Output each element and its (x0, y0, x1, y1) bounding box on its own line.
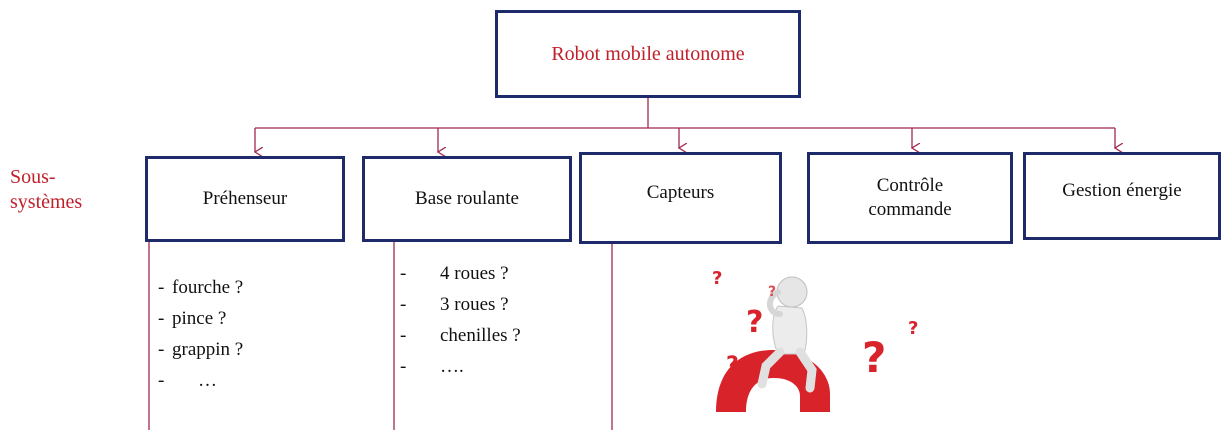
list-item: -… (158, 370, 217, 391)
root-node: Robot mobile autonome (495, 10, 801, 98)
subsystem-controle-commande: Contrôle commande (807, 152, 1013, 244)
prehenseur-options-list: -fourche ? -pince ? -grappin ? -… (158, 272, 243, 396)
list-item: -pince ? (158, 308, 227, 329)
svg-text:?: ? (908, 318, 918, 339)
svg-text:?: ? (862, 333, 886, 382)
subsystem-label: Préhenseur (202, 188, 288, 210)
subsystem-capteurs: Capteurs (579, 152, 782, 244)
subsystems-label-line1: Sous- (10, 166, 56, 188)
thinking-person-question-marks-icon: ? ? ? ? (712, 268, 830, 412)
subsystems-label-line2: systèmes (10, 191, 83, 213)
subsystems-label: Sous- systèmes (10, 165, 82, 215)
subsystem-label: Base roulante (415, 188, 519, 210)
list-item: -4 roues ? (400, 263, 509, 284)
subsystem-label-line1: Contrôle (876, 175, 944, 197)
subsystem-base-roulante: Base roulante (362, 156, 572, 242)
svg-text:?: ? (768, 284, 776, 300)
list-item: -…. (400, 356, 464, 377)
svg-text:?: ? (726, 353, 739, 378)
list-item: -chenilles ? (400, 325, 521, 346)
list-item: -grappin ? (158, 339, 244, 360)
subsystem-label-line2: commande (868, 199, 952, 220)
subsystem-prehenseur: Préhenseur (145, 156, 345, 242)
base-roulante-options-list: -4 roues ? -3 roues ? -chenilles ? -…. (400, 258, 521, 382)
svg-text:?: ? (746, 305, 763, 340)
root-label: Robot mobile autonome (551, 42, 745, 65)
question-marks-icon: ? ? (862, 318, 918, 382)
subsystem-gestion-energie: Gestion énergie (1023, 152, 1221, 240)
list-item: -3 roues ? (400, 294, 509, 315)
subsystem-label: Capteurs (646, 182, 715, 204)
svg-text:?: ? (712, 268, 722, 289)
subsystem-label: Gestion énergie (1062, 180, 1182, 202)
list-item: -fourche ? (158, 277, 244, 298)
